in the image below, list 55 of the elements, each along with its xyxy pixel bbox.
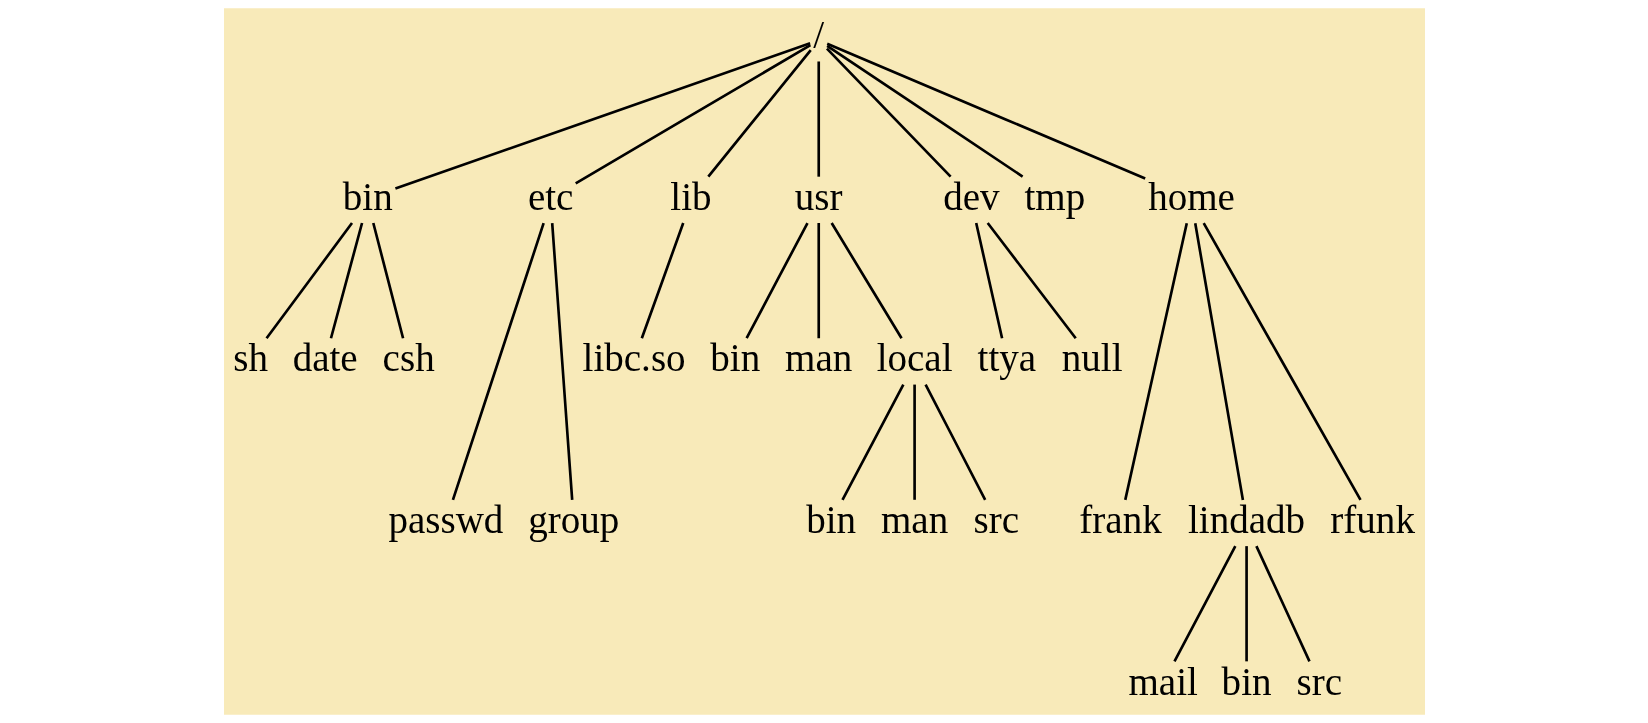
connector <box>816 61 820 177</box>
node-text: date <box>292 336 358 380</box>
connector <box>371 222 404 339</box>
connector <box>1172 545 1236 662</box>
node-text: lindadb <box>1187 498 1305 541</box>
node-text: lib <box>669 174 712 218</box>
node-text: bin <box>342 174 393 218</box>
node-text: null <box>1061 336 1122 380</box>
connector <box>265 222 353 340</box>
connector <box>706 49 812 178</box>
connector <box>394 41 811 190</box>
node-text: bin <box>1221 659 1272 703</box>
connector <box>986 222 1077 340</box>
connector <box>744 222 809 339</box>
connector <box>1254 545 1311 662</box>
node-text: src <box>973 498 1019 541</box>
connector <box>451 222 545 501</box>
node-text: src <box>1296 659 1342 703</box>
node-text: libc.so <box>582 336 686 380</box>
connector <box>825 47 952 178</box>
connector <box>1193 222 1244 501</box>
connector <box>816 223 820 339</box>
node-text: / <box>812 13 824 57</box>
connector <box>826 42 1146 180</box>
node-text: dev <box>942 174 1000 218</box>
connector <box>329 222 363 339</box>
node-text: local <box>876 336 953 380</box>
connector <box>825 44 1023 178</box>
connector <box>1244 546 1248 662</box>
node-text: frank <box>1078 498 1162 541</box>
node-text: etc <box>527 174 573 218</box>
connector <box>640 222 684 339</box>
node-text: bin <box>805 498 856 541</box>
connector <box>1123 222 1188 501</box>
node-text: bin <box>709 336 760 380</box>
node-text: passwd <box>387 498 503 541</box>
connector <box>830 222 903 339</box>
node-text: rfunk <box>1329 498 1415 541</box>
node-text: ttya <box>977 336 1036 380</box>
node-text: usr <box>794 174 843 218</box>
node-text: csh <box>382 336 435 380</box>
connector <box>923 383 986 501</box>
node-text: tmp <box>1023 174 1085 218</box>
node-text: man <box>880 498 948 541</box>
node-text: sh <box>232 336 268 380</box>
connector <box>840 383 904 501</box>
node-text: man <box>784 336 852 380</box>
connector <box>550 223 573 500</box>
connector <box>574 43 811 185</box>
node-text: home <box>1147 174 1235 218</box>
node-text: mail <box>1127 659 1198 703</box>
node-text: group <box>527 498 619 541</box>
connector <box>1202 222 1362 501</box>
connector <box>974 222 1003 339</box>
connector <box>912 384 916 500</box>
